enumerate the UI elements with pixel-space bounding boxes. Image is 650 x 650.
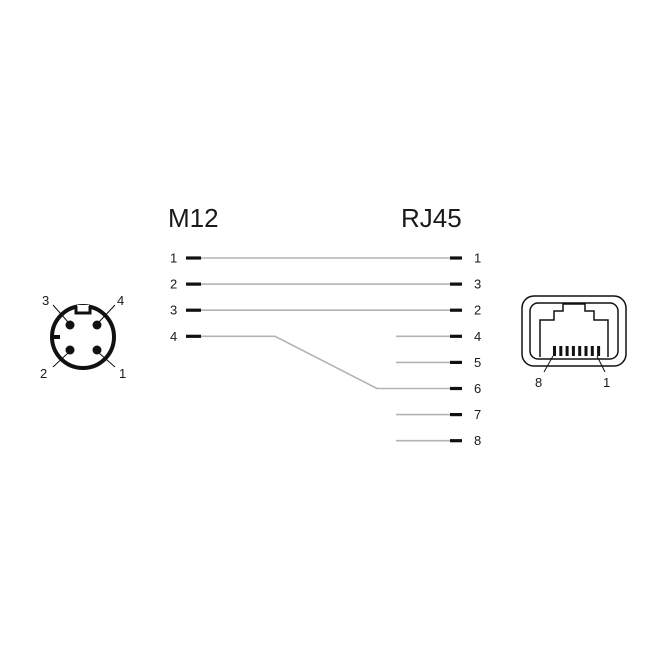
rj45-pin-label-7: 7 bbox=[474, 407, 481, 422]
rj45-contact bbox=[578, 346, 582, 356]
m12-leader-1 bbox=[98, 352, 116, 368]
rj45-contact bbox=[559, 346, 563, 356]
rj45-pin-label-3: 3 bbox=[474, 277, 481, 292]
rj45-opening bbox=[539, 303, 609, 357]
m12-connector-icon: 3 4 2 1 bbox=[40, 293, 126, 381]
m12-pin-label-1: 1 bbox=[170, 251, 177, 266]
m12-label-3: 3 bbox=[42, 293, 49, 308]
m12-pin-2-dot bbox=[65, 345, 75, 355]
rj45-header: RJ45 bbox=[401, 203, 462, 233]
m12-leader-4 bbox=[98, 304, 116, 323]
rj45-pin-label-1: 1 bbox=[474, 251, 481, 266]
rj45-contact bbox=[597, 346, 601, 356]
m12-pin-label-3: 3 bbox=[170, 303, 177, 318]
rj45-jack-icon: 8 1 bbox=[521, 295, 627, 390]
rj45-contacts bbox=[553, 346, 601, 356]
wire-4-to-6 bbox=[201, 335, 450, 390]
rj45-leader-1 bbox=[596, 355, 606, 373]
m12-pin-label-2: 2 bbox=[170, 277, 177, 292]
rj45-contact bbox=[553, 346, 556, 356]
rj45-label-1: 1 bbox=[603, 375, 610, 390]
rj45-leader-8 bbox=[543, 355, 554, 373]
rj45-contact bbox=[584, 346, 588, 356]
rj45-contact bbox=[590, 346, 594, 356]
m12-pin-label-4: 4 bbox=[170, 329, 177, 344]
m12-leader-2 bbox=[52, 352, 69, 368]
m12-label-4: 4 bbox=[117, 293, 124, 308]
rj45-pin-label-5: 5 bbox=[474, 355, 481, 370]
m12-key-gap bbox=[77, 305, 89, 314]
m12-label-1: 1 bbox=[119, 366, 126, 381]
m12-header: M12 bbox=[168, 203, 219, 233]
wiring-layer: 1 2 3 4 1 3 2 4 5 6 7 8 bbox=[170, 251, 481, 449]
m12-leader-3 bbox=[52, 304, 69, 323]
rj45-contact bbox=[571, 346, 575, 356]
rj45-inner-frame bbox=[529, 302, 619, 360]
rj45-label-8: 8 bbox=[535, 375, 542, 390]
m12-pin-4-dot bbox=[92, 320, 102, 330]
rj45-pin-label-4: 4 bbox=[474, 329, 481, 344]
rj45-contact bbox=[565, 346, 569, 356]
m12-key-notch bbox=[74, 306, 92, 315]
rj45-pin-label-2: 2 bbox=[474, 303, 481, 318]
rj45-housing bbox=[521, 295, 627, 367]
m12-label-2: 2 bbox=[40, 366, 47, 381]
rj45-pin-label-6: 6 bbox=[474, 381, 481, 396]
rj45-pin-label-8: 8 bbox=[474, 433, 481, 448]
m12-pin-1-dot bbox=[92, 345, 102, 355]
m12-pin-3-dot bbox=[65, 320, 75, 330]
